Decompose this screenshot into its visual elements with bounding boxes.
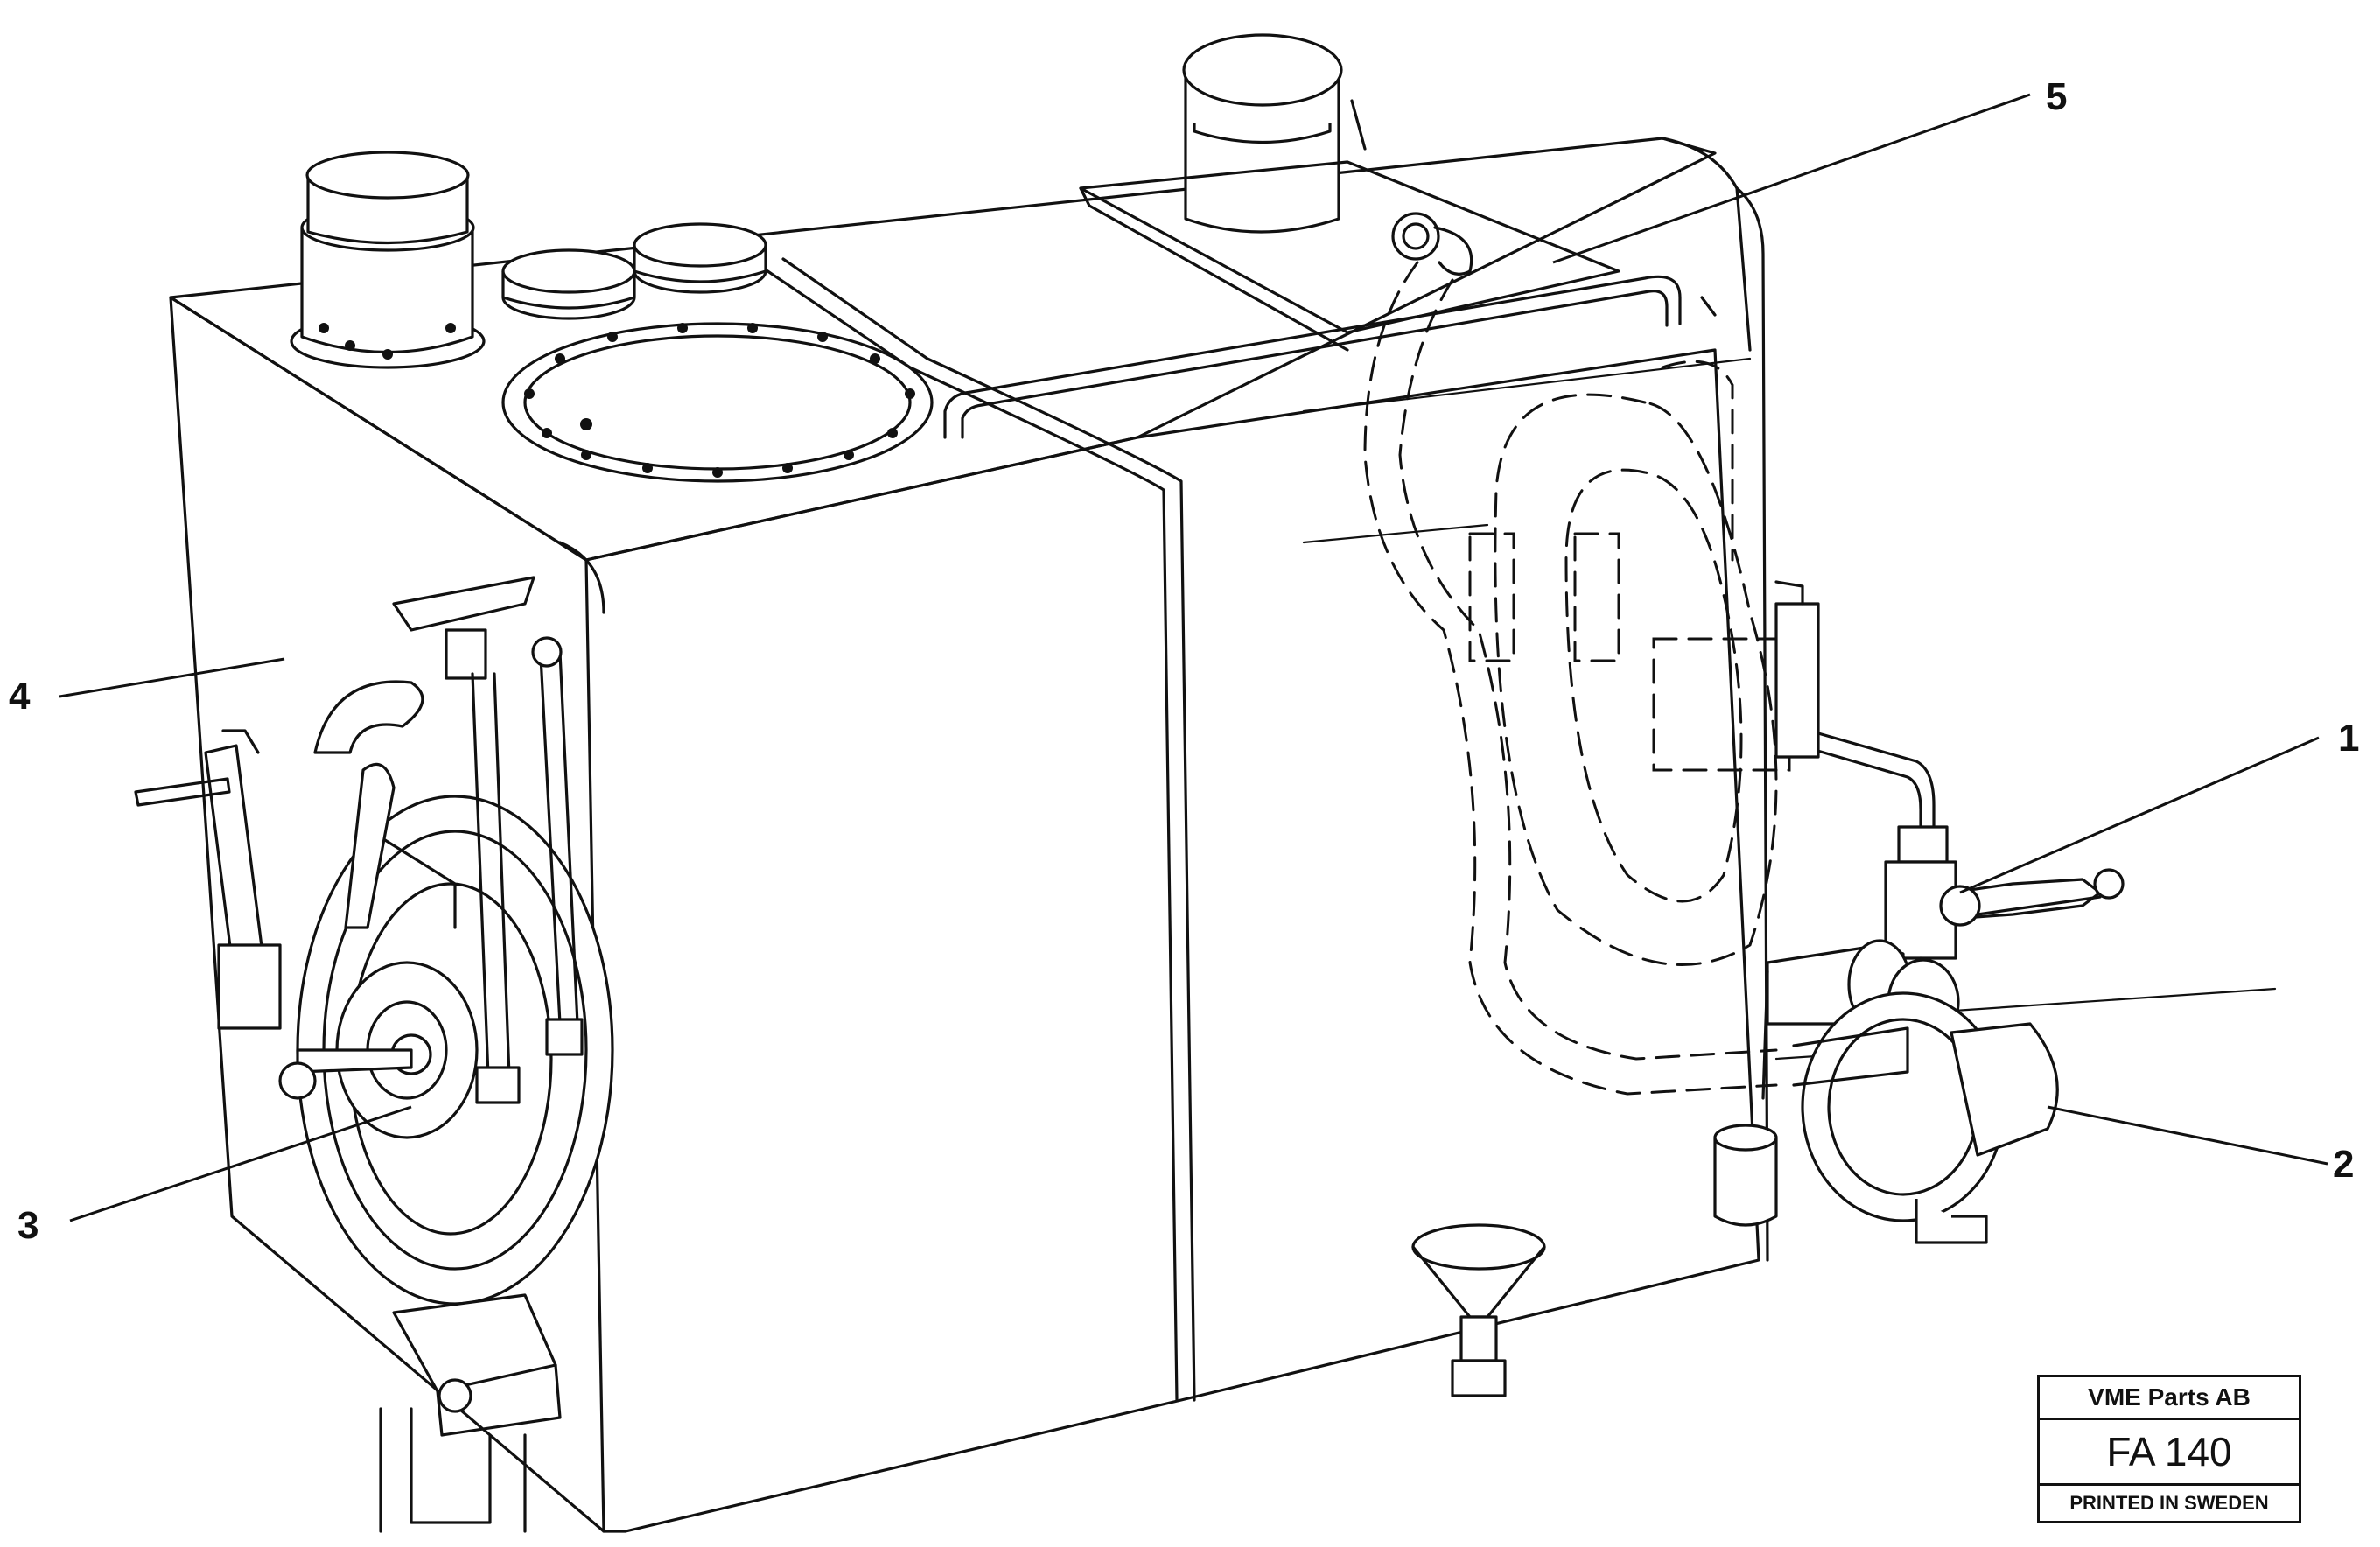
- inspection-cover-small-1: [501, 248, 636, 320]
- internal-hose: [1363, 261, 1791, 1096]
- return-pipe: [1774, 580, 1936, 833]
- hand-pump: [1761, 939, 2059, 1244]
- stamp-code: FA 140: [2040, 1420, 2299, 1486]
- level-gauge-tube: [392, 576, 584, 1104]
- callout-4: 4: [9, 675, 31, 718]
- top-plate-right: [1079, 99, 1717, 352]
- inspection-cover-small-2: [633, 222, 767, 294]
- drain-funnel: [1411, 1223, 1546, 1397]
- breather-filter-left: [290, 150, 486, 369]
- callout-2: 2: [2333, 1143, 2354, 1186]
- leader-2: [2047, 1105, 2328, 1166]
- mounting-bracket: [379, 1293, 562, 1533]
- stamp-company: VME Parts AB: [2040, 1377, 2299, 1420]
- stamp-printed: PRINTED IN SWEDEN: [2069, 1492, 2269, 1514]
- title-stamp: VME Parts AB FA 140 PRINTED IN SWEDEN: [2037, 1375, 2301, 1523]
- callout-3: 3: [18, 1204, 38, 1247]
- drain-plug-right: [1713, 1124, 1778, 1227]
- hose-reel: [278, 680, 614, 1306]
- callout-5: 5: [2046, 75, 2067, 118]
- inspection-cover-large: [501, 322, 934, 483]
- leader-1: [1959, 736, 2320, 894]
- shut-off-valve: [1884, 825, 2124, 990]
- breather-filter-right: [1182, 33, 1343, 234]
- callout-1: 1: [2338, 717, 2359, 760]
- filler-lever: [134, 729, 282, 1030]
- leader-3: [69, 1105, 412, 1222]
- leader-5: [1552, 93, 2031, 264]
- leader-4: [59, 657, 285, 698]
- callout-leaders: [59, 93, 2328, 1222]
